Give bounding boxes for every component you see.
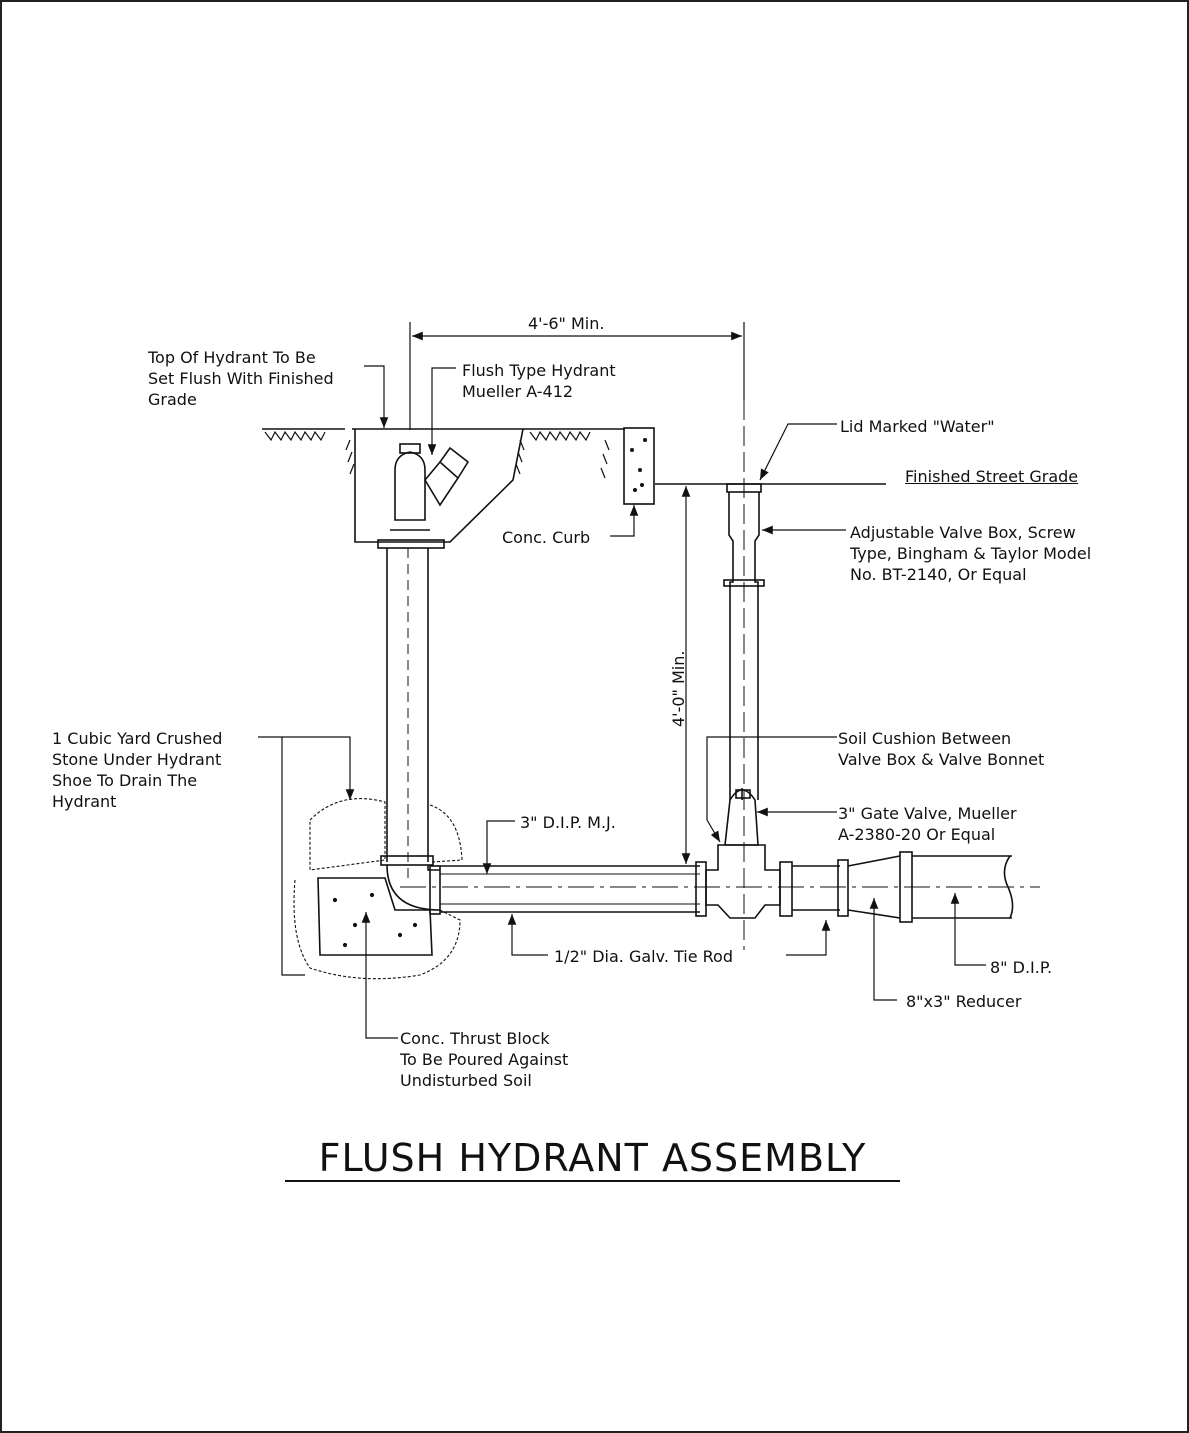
dimension-vertical-label: 4'-0" Min. [669,650,688,727]
concrete-curb [623,427,655,505]
leader-lines [258,365,986,1039]
thrust-block [317,877,433,956]
callout-conc-curb: Conc. Curb [502,528,591,547]
valve-box [723,400,765,950]
callout-adjustable-valve-box: Adjustable Valve Box, Screw Type, Bingha… [850,523,1092,584]
dip-3-pipe [400,861,1040,917]
callout-thrust-block: Conc. Thrust Block To Be Poured Against … [400,1029,569,1090]
hydrant-riser [386,548,429,880]
title-underline [285,1180,900,1182]
callout-lid-marked: Lid Marked "Water" [840,417,995,436]
callout-gate-valve: 3" Gate Valve, Mueller A-2380-20 Or Equa… [838,804,1017,844]
callout-crushed-stone: 1 Cubic Yard Crushed Stone Under Hydrant… [52,729,223,811]
gate-valve [705,788,781,919]
dimension-horizontal [409,322,745,430]
ground-surface [262,428,625,479]
drawing-title: FLUSH HYDRANT ASSEMBLY [318,1136,867,1180]
callout-top-of-hydrant: Top Of Hydrant To Be Set Flush With Fini… [148,348,334,409]
callout-tie-rod: 1/2" Dia. Galv. Tie Rod [554,947,733,966]
callout-flush-type-hydrant: Flush Type Hydrant Mueller A-412 [462,361,616,401]
hydrant-head [377,443,470,549]
dimension-horizontal-label: 4'-6" Min. [528,314,605,333]
crushed-stone [293,798,463,980]
hydrant-pit [352,428,525,543]
reducer-and-8in-pipe [779,851,1014,923]
callout-soil-cushion: Soil Cushion Between Valve Box & Valve B… [838,729,1045,769]
callout-dip-mj: 3" D.I.P. M.J. [520,813,616,832]
callout-reducer: 8"x3" Reducer [906,992,1022,1011]
callout-dip-8: 8" D.I.P. [990,958,1053,977]
callout-finished-street-grade: Finished Street Grade [905,467,1079,486]
hydrant-elbow [380,855,441,915]
